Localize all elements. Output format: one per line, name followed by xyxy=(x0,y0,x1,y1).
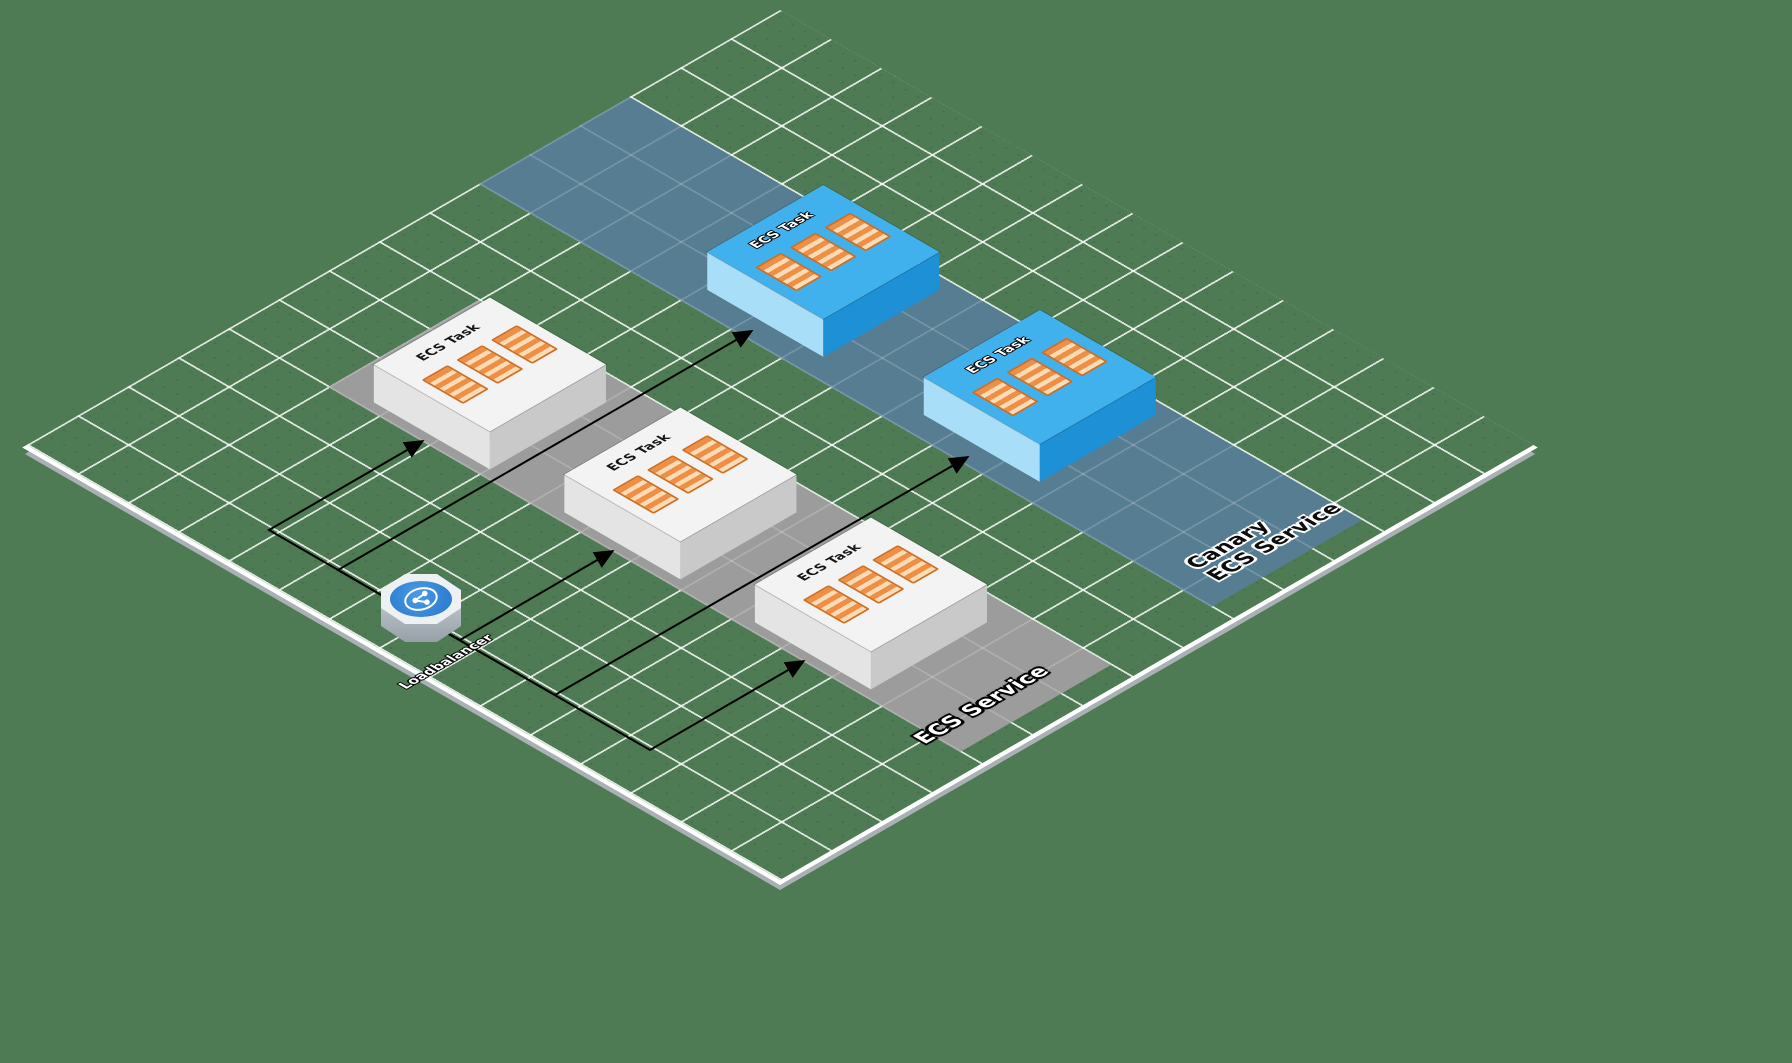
load-balancer-node[interactable] xyxy=(381,574,461,658)
arrow-lb-to-canary-task-2 xyxy=(420,456,970,697)
load-balancer-disc xyxy=(390,581,452,617)
share-nodes-icon xyxy=(404,587,438,611)
